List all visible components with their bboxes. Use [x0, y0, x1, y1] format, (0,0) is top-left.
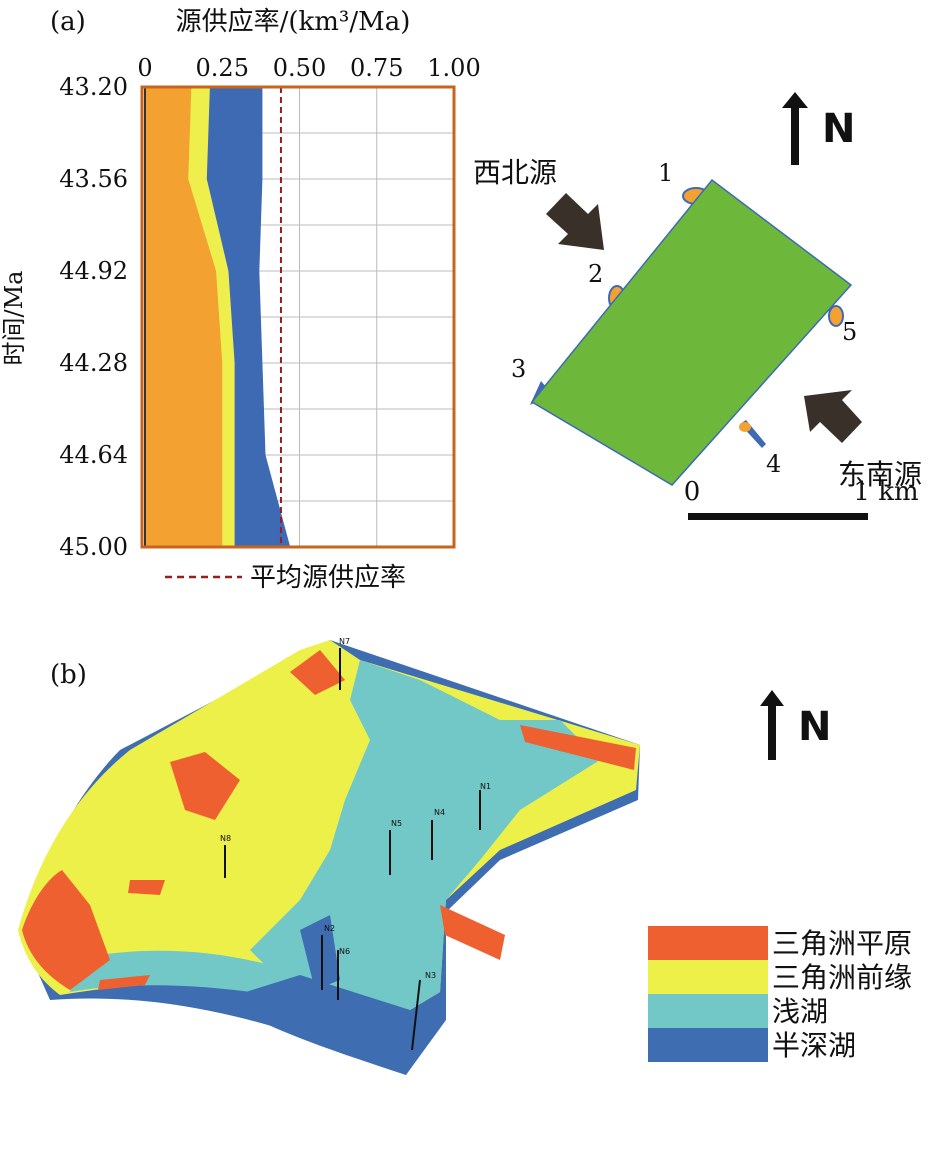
y-tick-label: 45.00 — [59, 533, 128, 561]
nw-arrow-icon — [546, 193, 604, 250]
north-label-bottom: N — [798, 704, 831, 750]
x-tick-label: 0.25 — [196, 54, 249, 82]
well-label-n2: N2 — [324, 924, 335, 933]
delta-plain-patch — [98, 975, 150, 990]
nw-source-label: 西北源 — [473, 156, 557, 189]
y-tick-labels: 43.20 43.56 44.92 44.28 44.64 45.00 — [59, 73, 128, 561]
legend-label-delta-plain: 三角洲平原 — [772, 927, 912, 960]
shallow-lake-area — [250, 660, 600, 1010]
study-area-block — [530, 178, 853, 486]
nw-source-arrow — [546, 193, 604, 250]
well-n3 — [411, 979, 421, 1051]
y-tick-label: 43.56 — [59, 165, 128, 193]
well-label-n1: N1 — [480, 782, 491, 791]
well-label-n3: N3 — [425, 971, 436, 980]
scale-bar: 0 1 km — [684, 477, 919, 520]
plot-frame — [140, 85, 456, 549]
se-source-arrow — [804, 390, 862, 443]
map-point-5: 5 — [842, 318, 857, 346]
delta-plain-northwest — [170, 752, 240, 820]
series-area-orange — [145, 87, 223, 547]
delta-plain-east — [440, 905, 505, 960]
se-arrow-icon — [804, 390, 862, 443]
map-point-1: 1 — [658, 159, 673, 187]
se-source-label: 东南源 — [838, 458, 922, 491]
delta-plain-patch — [128, 880, 165, 895]
x-tick-label: 0 — [137, 54, 152, 82]
x-tick-label: 1.00 — [427, 54, 480, 82]
y-axis-title: 时间/Ma — [0, 271, 28, 366]
delta-plain-northeast — [520, 725, 636, 770]
delta-plain-north — [290, 650, 345, 695]
north-arrow-icon — [782, 92, 808, 165]
well-label-n5: N5 — [391, 819, 402, 828]
map-point-2: 2 — [588, 260, 603, 288]
semi-deep-lake-patch — [300, 915, 340, 990]
panel-b-label: (b) — [50, 660, 87, 690]
legend-label-delta-front: 三角洲前缘 — [772, 961, 912, 994]
well-label-n8: N8 — [220, 834, 231, 843]
north-arrow-bottom: N — [760, 690, 831, 760]
source-lobe-4-core — [739, 422, 751, 432]
legend-label-semi-deep-lake: 半深湖 — [772, 1029, 856, 1062]
plot-area — [140, 85, 456, 549]
scale-bar-line — [688, 513, 868, 520]
north-label-top: N — [822, 106, 855, 152]
legend-swatch-delta-plain — [648, 926, 768, 960]
y-tick-label: 44.64 — [59, 441, 128, 469]
y-tick-label: 44.92 — [59, 257, 128, 285]
legend-label-shallow-lake: 浅湖 — [772, 995, 828, 1028]
legend-swatch-delta-front — [648, 960, 768, 994]
scale-end: 1 km — [853, 477, 918, 507]
source-lobe-5 — [828, 305, 844, 327]
well-label-n4: N4 — [434, 808, 445, 817]
x-tick-label: 0.50 — [273, 54, 326, 82]
map-point-4: 4 — [766, 450, 781, 478]
avg-legend-label: 平均源供应率 — [250, 563, 406, 593]
x-tick-labels: 0 0.25 0.50 0.75 1.00 — [137, 54, 480, 82]
y-tick-label: 44.28 — [59, 349, 128, 377]
y-tick-label: 43.20 — [59, 73, 128, 101]
well-label-n6: N6 — [339, 947, 350, 956]
legend-swatch-shallow-lake — [648, 994, 768, 1028]
semi-deep-lake-south — [220, 975, 410, 1075]
legend-swatch-semi-deep-lake — [648, 1028, 768, 1062]
north-arrow-icon — [760, 690, 784, 760]
facies-block-model: N7 N1 N4 N5 N8 N2 N6 N3 — [18, 637, 640, 1075]
shallow-lake-south — [70, 950, 300, 1000]
x-axis-title: 源供应率/(km³/Ma) — [176, 7, 411, 37]
north-arrow-top: N — [782, 92, 855, 165]
delta-plain-west — [22, 870, 110, 990]
panel-a-label: (a) — [50, 7, 86, 37]
map-point-3: 3 — [511, 355, 526, 383]
facies-legend: 三角洲平原 三角洲前缘 浅湖 半深湖 — [648, 926, 912, 1062]
well-label-n7: N7 — [339, 637, 350, 646]
x-tick-label: 0.75 — [350, 54, 403, 82]
scale-start: 0 — [684, 477, 701, 507]
